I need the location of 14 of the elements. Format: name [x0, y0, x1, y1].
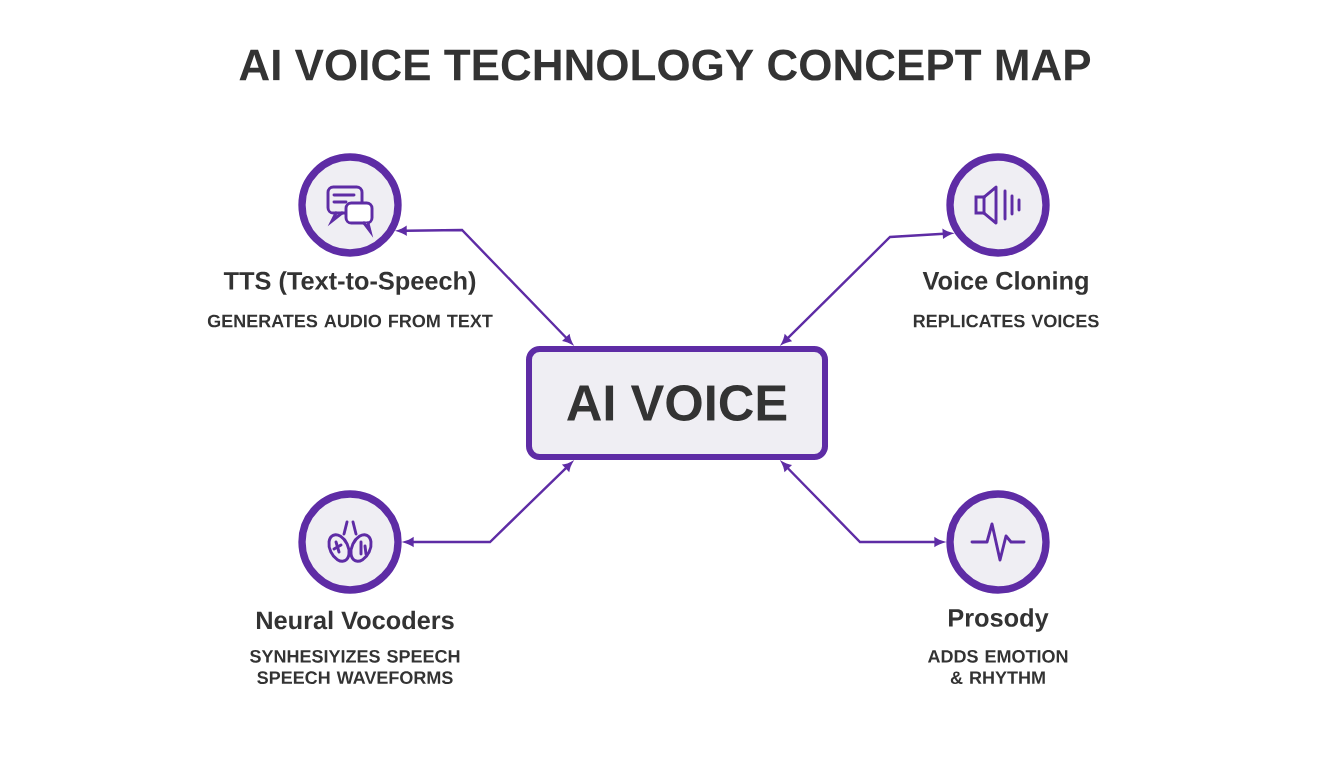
node-description: REPLICATES VOICES: [913, 314, 1099, 328]
arrow: [397, 226, 573, 345]
arrow: [404, 461, 573, 547]
node-heading: Prosody: [949, 608, 1049, 632]
central-box: AI VOICE: [526, 346, 828, 460]
arrow: [781, 461, 944, 547]
arrow: [781, 229, 952, 345]
node-heading: TTS (Text-to-Speech): [223, 271, 476, 295]
node-description: ADDS EMOTION & RHYTHM: [927, 649, 1068, 685]
node-description: GENERATES AUDIO FROM TEXT: [207, 314, 493, 328]
node-description: SYNHESIYIZES SPEECH SPEECH WAVEFORMS: [250, 649, 460, 685]
node-heading: Neural Vocoders: [257, 610, 454, 630]
node-heading: Voice Cloning: [922, 271, 1088, 295]
title: AI VOICE TECHNOLOGY CONCEPT MAP: [239, 49, 1091, 81]
